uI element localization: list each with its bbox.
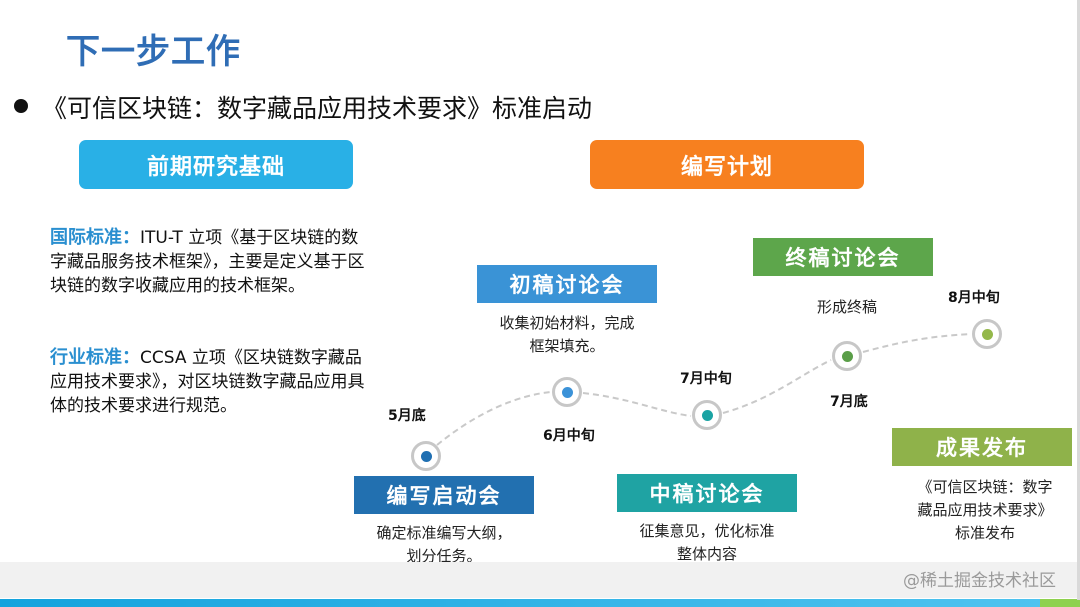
stage-publication: 成果发布: [892, 428, 1072, 466]
writing-plan-header: 编写计划: [590, 140, 864, 189]
stage-first-draft-description: 收集初始材料，完成 框架填充。: [499, 314, 635, 355]
footer-accent-bar-blue: [0, 599, 1040, 607]
slide-right-border: [1077, 0, 1080, 600]
timeline-node-3: [692, 400, 722, 430]
industry-standard-label: 行业标准：: [50, 347, 140, 368]
stage-publication-description: 《可信区块链：数字 藏品应用技术要求》 标准发布: [917, 478, 1053, 542]
stage-mid-draft-description: 征集意见，优化标准 整体内容: [639, 522, 775, 563]
timeline-node-2: [552, 377, 582, 407]
bullet-icon: [14, 99, 28, 113]
stage-first-draft-meeting: 初稿讨论会: [477, 265, 657, 303]
footer-band: [0, 562, 1080, 598]
date-label-4: 7月底: [830, 394, 868, 410]
stage-final-draft-meeting: 终稿讨论会: [753, 238, 933, 276]
date-label-1: 5月底: [388, 408, 426, 424]
industry-standard-paragraph: 行业标准：CCSA 立项《区块链数字藏品应用技术要求》，对区块链数字藏品应用具体…: [50, 346, 370, 418]
timeline-node-5: [972, 319, 1002, 349]
date-label-5: 8月中旬: [948, 290, 1000, 306]
node-dot-icon: [420, 450, 432, 462]
international-standard-paragraph: 国际标准：ITU-T 立项《基于区块链的数字藏品服务技术框架》，主要是定义基于区…: [50, 226, 370, 298]
footer-accent-bar-green: [1040, 599, 1080, 607]
timeline-node-1: [411, 441, 441, 471]
timeline-node-4: [832, 341, 862, 371]
stage-kickoff-meeting: 编写启动会: [354, 476, 534, 514]
date-label-3: 7月中旬: [680, 371, 732, 387]
research-basis-header: 前期研究基础: [79, 140, 353, 189]
node-dot-icon: [701, 409, 713, 421]
industry-standard-text: CCSA 立项《区块链数字藏品应用技术要求》，对区块链数字藏品应用具体的技术要求…: [50, 348, 365, 416]
international-standard-label: 国际标准：: [50, 227, 140, 248]
slide-title: 下一步工作: [66, 32, 241, 72]
stage-kickoff-description: 确定标准编写大纲， 划分任务。: [376, 524, 512, 565]
stage-final-draft-description: 形成终稿: [816, 298, 877, 316]
bullet-text: 《可信区块链：数字藏品应用技术要求》标准启动: [42, 94, 593, 123]
node-dot-icon: [561, 386, 573, 398]
node-dot-icon: [981, 328, 993, 340]
watermark-text: @稀土掘金技术社区: [903, 571, 1056, 591]
date-label-2: 6月中旬: [543, 428, 595, 444]
international-standard-text: ITU-T 立项《基于区块链的数字藏品服务技术框架》，主要是定义基于区块链的数字…: [50, 228, 365, 296]
stage-mid-draft-meeting: 中稿讨论会: [617, 474, 797, 512]
node-dot-icon: [841, 350, 853, 362]
